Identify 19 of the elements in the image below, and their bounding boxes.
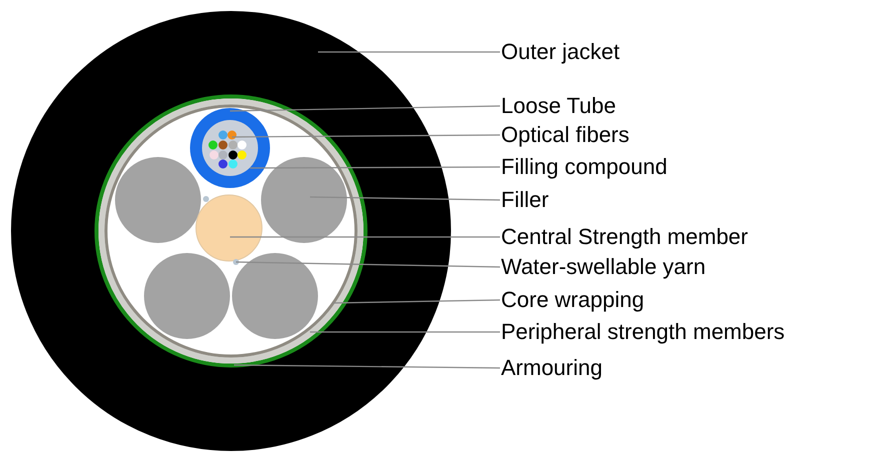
part-label: Filling compound [501, 153, 668, 181]
part-label: Core wrapping [501, 286, 644, 314]
leader-line [230, 236, 500, 238]
leader-line [232, 134, 500, 138]
leader-line [230, 105, 500, 112]
part-label: Armouring [501, 354, 602, 382]
part-label: Optical fibers [501, 121, 630, 149]
leader-line [310, 196, 500, 201]
leader-line [234, 364, 500, 369]
leader-line [318, 51, 500, 53]
part-label: Central Strength member [501, 223, 748, 251]
part-label: Water-swellable yarn [501, 253, 706, 281]
leader-line [310, 331, 500, 333]
part-label: Peripheral strength members [501, 318, 785, 346]
part-label: Filler [501, 186, 549, 214]
leader-line [332, 299, 500, 304]
part-label: Outer jacket [501, 38, 620, 66]
part-label: Loose Tube [501, 92, 616, 120]
outer-jacket [11, 11, 451, 451]
